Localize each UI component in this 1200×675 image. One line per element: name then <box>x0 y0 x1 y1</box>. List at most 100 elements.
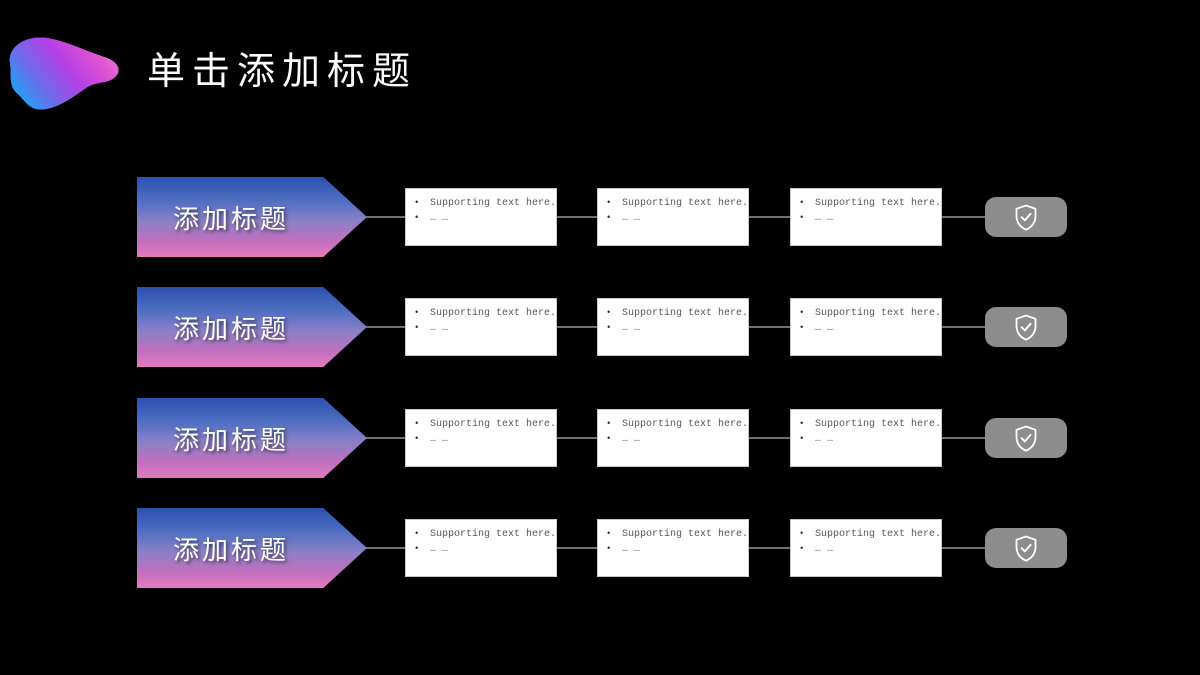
stage-arrow[interactable]: 添加标题 <box>137 287 367 367</box>
supporting-text-box[interactable]: • Supporting text here. • … … <box>790 298 942 356</box>
bullet-line: • Supporting text here. <box>799 306 941 321</box>
supporting-text-box[interactable]: • Supporting text here. • … … <box>405 409 557 467</box>
bullet-text: … … <box>622 544 641 555</box>
bullet-icon: • <box>799 213 805 223</box>
bullet-text: Supporting text here. <box>622 198 749 209</box>
bullet-line: • … … <box>606 321 744 336</box>
bullet-line: • … … <box>799 432 937 447</box>
bullet-line: • Supporting text here. <box>799 196 941 211</box>
bullet-icon: • <box>799 323 805 333</box>
bullet-text: Supporting text here. <box>815 529 942 540</box>
bullet-line: • … … <box>606 211 744 226</box>
bullet-line: • Supporting text here. <box>606 306 748 321</box>
bullet-line: • Supporting text here. <box>414 196 556 211</box>
bullet-text: Supporting text here. <box>815 419 942 430</box>
bullet-text: Supporting text here. <box>622 308 749 319</box>
bullet-line: • Supporting text here. <box>414 417 556 432</box>
bullet-line: • … … <box>799 211 937 226</box>
stage-arrow-label: 添加标题 <box>172 204 289 235</box>
bullet-line: • … … <box>799 542 937 557</box>
bullet-line: • Supporting text here. <box>414 527 556 542</box>
supporting-text-box[interactable]: • Supporting text here. • … … <box>790 188 942 246</box>
bullet-text: … … <box>815 434 834 445</box>
bullet-text: Supporting text here. <box>430 308 557 319</box>
bullet-line: • … … <box>414 211 552 226</box>
bullet-icon: • <box>799 308 805 318</box>
bullet-text: … … <box>622 213 641 224</box>
bullet-text: … … <box>430 434 449 445</box>
bullet-text: … … <box>430 213 449 224</box>
bullet-icon: • <box>606 434 612 444</box>
bullet-line: • Supporting text here. <box>799 417 941 432</box>
shield-check-icon <box>1015 425 1037 451</box>
bullet-text: … … <box>430 544 449 555</box>
stage-arrow-label: 添加标题 <box>172 314 289 345</box>
supporting-text-box[interactable]: • Supporting text here. • … … <box>597 409 749 467</box>
bullet-text: Supporting text here. <box>815 308 942 319</box>
bullet-icon: • <box>414 323 420 333</box>
shield-check-icon <box>1015 314 1037 340</box>
bullet-text: … … <box>622 323 641 334</box>
stage-arrow[interactable]: 添加标题 <box>137 508 367 588</box>
shield-button[interactable] <box>985 197 1067 237</box>
process-row: 添加标题 • Supporting text here. • … … • Sup… <box>0 287 1200 367</box>
bullet-line: • Supporting text here. <box>606 417 748 432</box>
bullet-line: • Supporting text here. <box>799 527 941 542</box>
bullet-text: … … <box>815 323 834 334</box>
bullet-text: Supporting text here. <box>622 419 749 430</box>
bullet-icon: • <box>799 434 805 444</box>
stage-arrow-label: 添加标题 <box>172 535 289 566</box>
shield-button[interactable] <box>985 528 1067 568</box>
bullet-text: … … <box>622 434 641 445</box>
bullet-icon: • <box>606 419 612 429</box>
process-row: 添加标题 • Supporting text here. • … … • Sup… <box>0 508 1200 588</box>
bullet-icon: • <box>414 529 420 539</box>
stage-arrow[interactable]: 添加标题 <box>137 398 367 478</box>
bullet-icon: • <box>414 308 420 318</box>
bullet-text: Supporting text here. <box>430 198 557 209</box>
bullet-text: … … <box>430 323 449 334</box>
supporting-text-box[interactable]: • Supporting text here. • … … <box>597 519 749 577</box>
shield-button[interactable] <box>985 418 1067 458</box>
bullet-line: • … … <box>606 432 744 447</box>
shield-button[interactable] <box>985 307 1067 347</box>
bullet-icon: • <box>606 323 612 333</box>
supporting-text-box[interactable]: • Supporting text here. • … … <box>597 298 749 356</box>
bullet-icon: • <box>799 198 805 208</box>
bullet-text: Supporting text here. <box>430 529 557 540</box>
bullet-line: • … … <box>414 542 552 557</box>
bullet-icon: • <box>414 198 420 208</box>
bullet-text: Supporting text here. <box>815 198 942 209</box>
shield-check-icon <box>1015 204 1037 230</box>
bullet-line: • … … <box>414 321 552 336</box>
bullet-text: Supporting text here. <box>430 419 557 430</box>
bullet-icon: • <box>799 529 805 539</box>
bullet-icon: • <box>606 544 612 554</box>
bullet-icon: • <box>414 434 420 444</box>
bullet-text: … … <box>815 213 834 224</box>
bullet-icon: • <box>606 198 612 208</box>
supporting-text-box[interactable]: • Supporting text here. • … … <box>405 298 557 356</box>
process-row: 添加标题 • Supporting text here. • … … • Sup… <box>0 177 1200 257</box>
bullet-icon: • <box>414 213 420 223</box>
supporting-text-box[interactable]: • Supporting text here. • … … <box>597 188 749 246</box>
bullet-icon: • <box>606 308 612 318</box>
bullet-line: • Supporting text here. <box>606 527 748 542</box>
shield-check-icon <box>1015 535 1037 561</box>
supporting-text-box[interactable]: • Supporting text here. • … … <box>405 519 557 577</box>
bullet-icon: • <box>606 213 612 223</box>
bullet-icon: • <box>799 544 805 554</box>
stage-arrow[interactable]: 添加标题 <box>137 177 367 257</box>
bullet-icon: • <box>414 544 420 554</box>
supporting-text-box[interactable]: • Supporting text here. • … … <box>405 188 557 246</box>
supporting-text-box[interactable]: • Supporting text here. • … … <box>790 409 942 467</box>
bullet-text: … … <box>815 544 834 555</box>
gradient-blob-logo <box>9 37 119 110</box>
stage-arrow-label: 添加标题 <box>172 425 289 456</box>
supporting-text-box[interactable]: • Supporting text here. • … … <box>790 519 942 577</box>
bullet-line: • … … <box>414 432 552 447</box>
bullet-line: • … … <box>799 321 937 336</box>
bullet-icon: • <box>414 419 420 429</box>
bullet-icon: • <box>606 529 612 539</box>
bullet-text: Supporting text here. <box>622 529 749 540</box>
